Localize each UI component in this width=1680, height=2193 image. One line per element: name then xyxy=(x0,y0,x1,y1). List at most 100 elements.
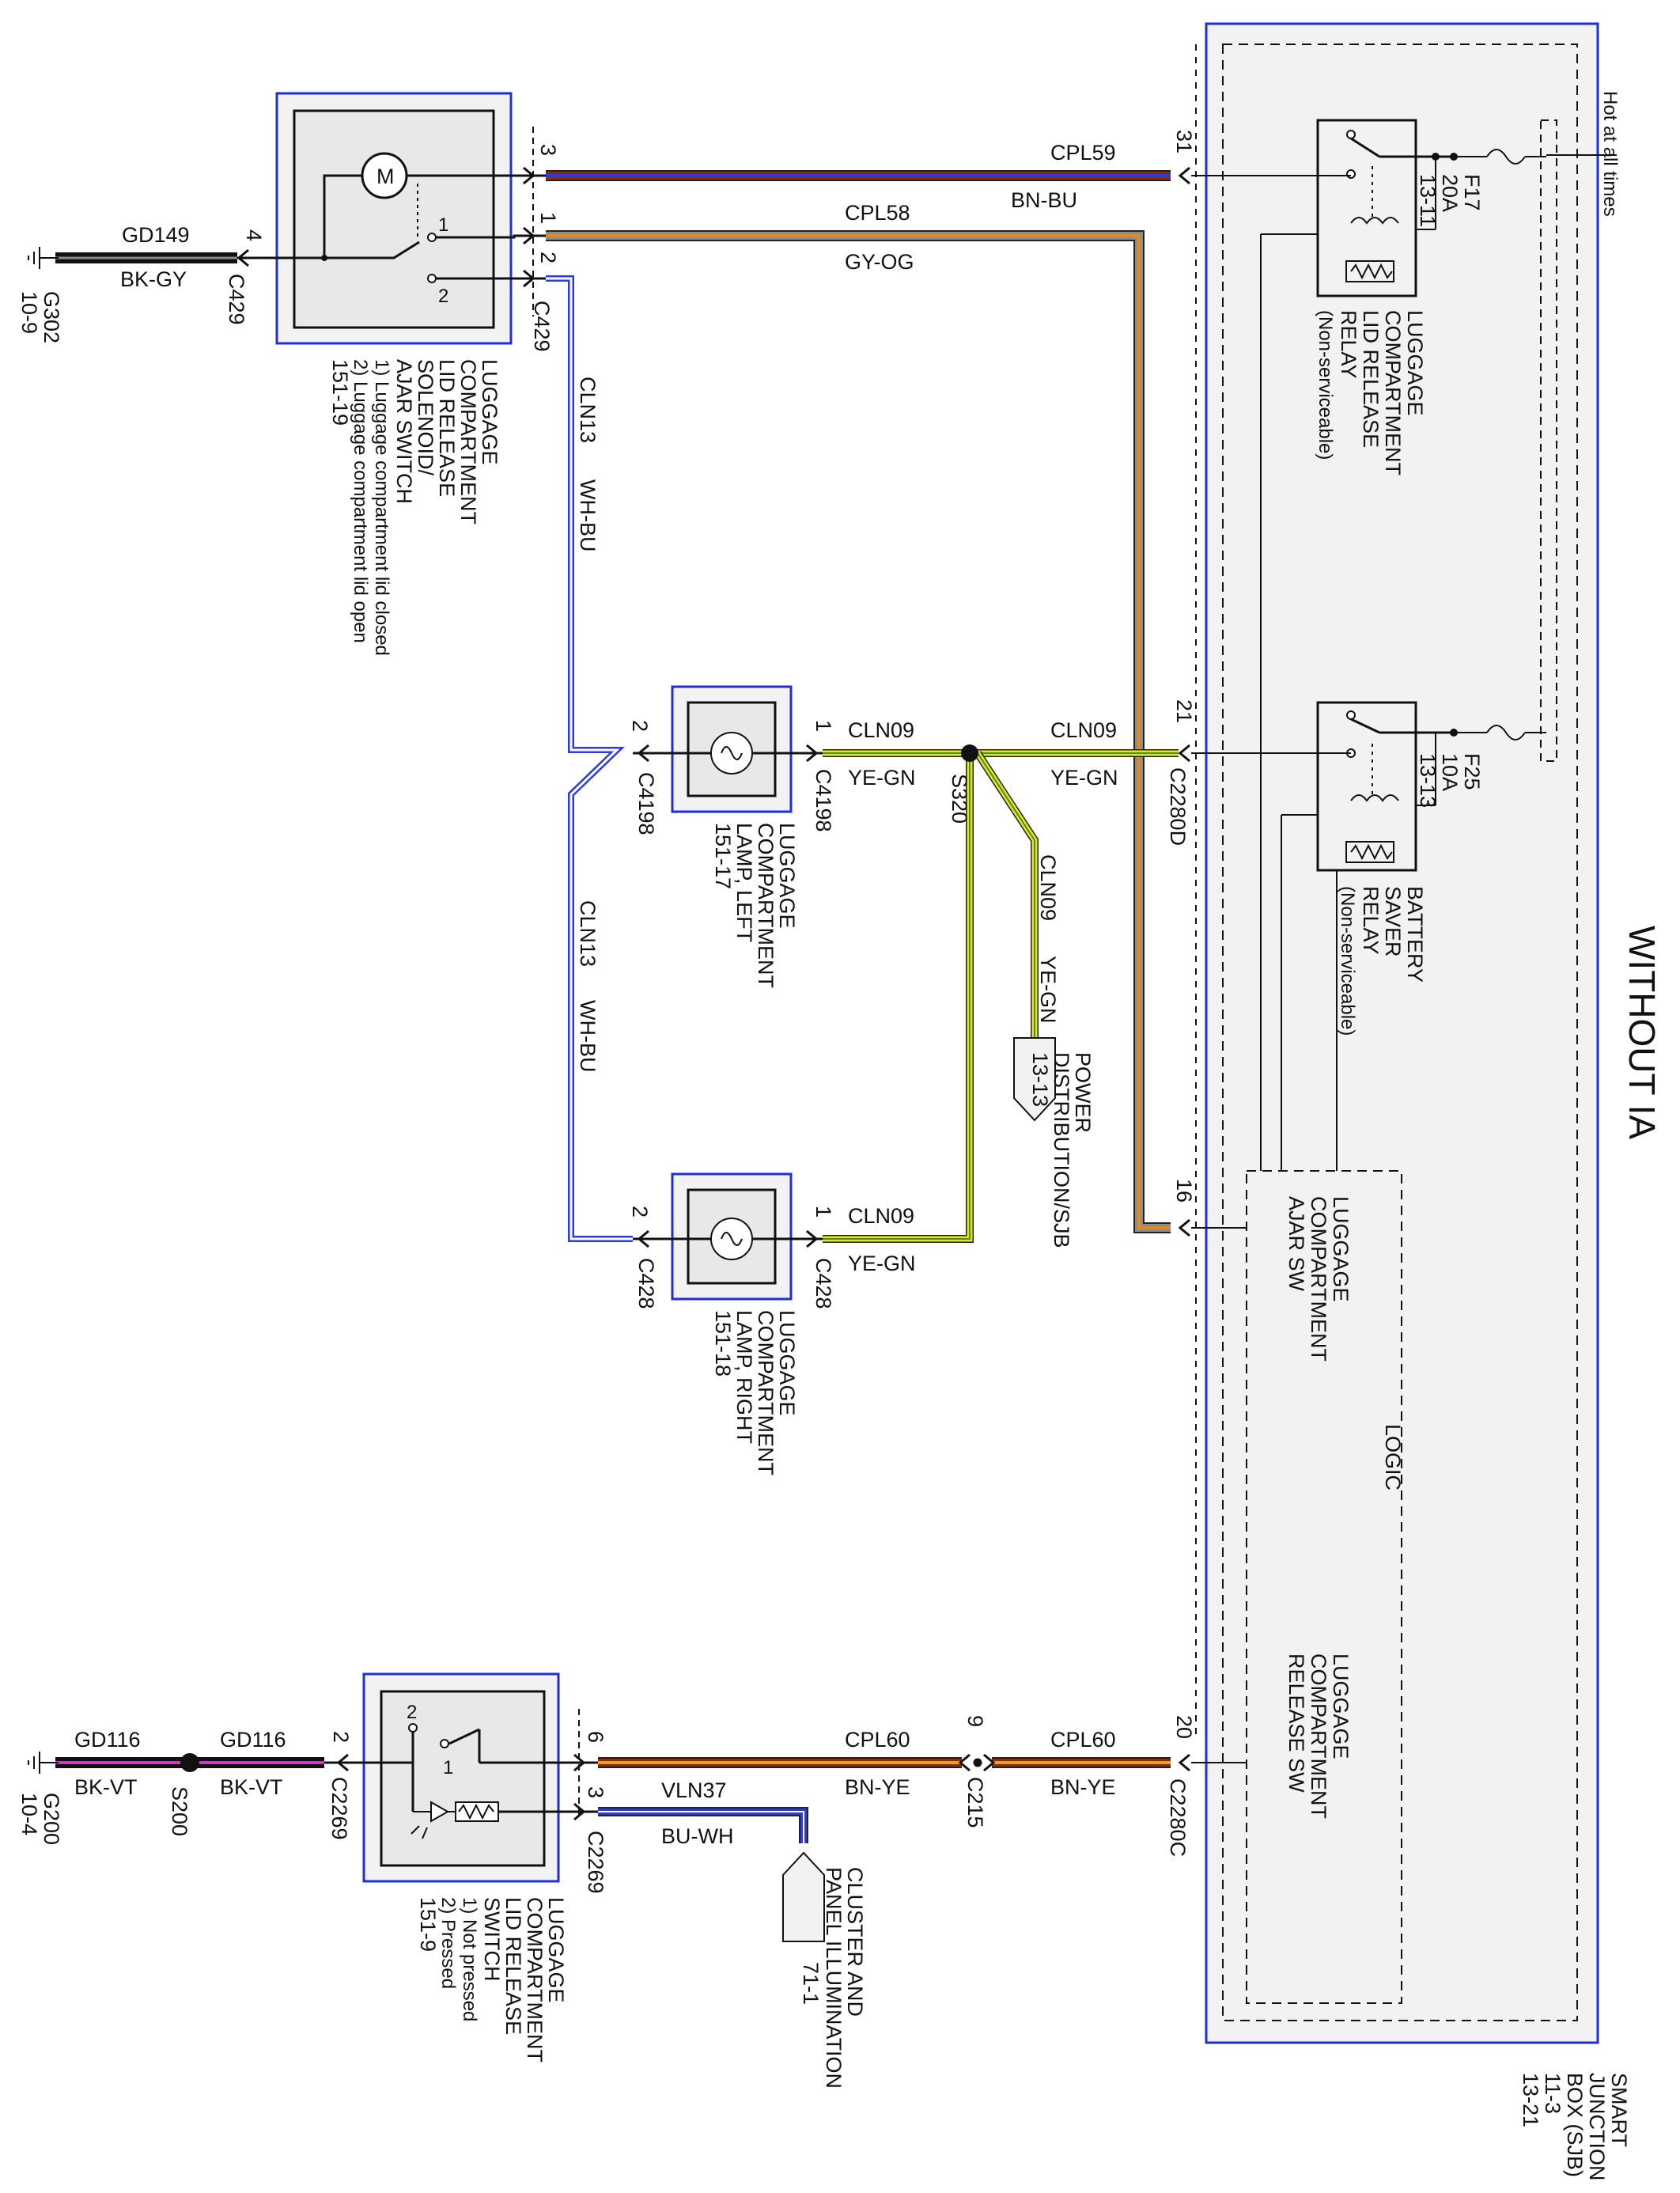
lid-release-relay: F17 20A 13-11 LUGGAGE COMPARTMENT LID RE… xyxy=(1315,119,1546,475)
g200-label-1: 10-4 xyxy=(17,1793,41,1835)
wire-cln13 xyxy=(546,275,633,1242)
fuse-f25-label-2: 13-13 xyxy=(1416,753,1440,808)
g302-label-1: 10-9 xyxy=(17,291,41,334)
solenoid-label-0: LUGGAGE xyxy=(478,359,501,465)
splice-s200-label: S200 xyxy=(168,1786,191,1836)
release-switch-label-0: LUGGAGE xyxy=(544,1897,568,2003)
c2269-pin-3: 3 xyxy=(584,1786,607,1798)
cln13-color-bottom: WH-BU xyxy=(576,1000,600,1072)
sjb-label-2: BOX (SJB) xyxy=(1563,2073,1587,2177)
cln13-color-top: WH-BU xyxy=(576,479,600,551)
cln09-circuit-b: CLN09 xyxy=(1050,718,1117,742)
lamp-right-label-0: LUGGAGE xyxy=(775,1310,799,1416)
sjb-connector-arrows xyxy=(1178,44,1197,1772)
c2269-connector-right: C2269 xyxy=(584,1831,607,1894)
c429-connector-left: C429 xyxy=(225,274,248,325)
c429-arrows xyxy=(236,127,535,316)
relay1-label-4: (Non-serviceable) xyxy=(1315,310,1336,460)
sjb-internal-lines xyxy=(1191,175,1351,1763)
c215-pin: 9 xyxy=(963,1715,987,1727)
solenoid-sw2: 2 xyxy=(438,286,448,307)
cpl60-color-a: BN-YE xyxy=(845,1775,910,1799)
hot-at-all-times-bus: Hot at all times xyxy=(1540,91,1621,762)
cln13-circuit-top: CLN13 xyxy=(576,377,600,443)
gd116-circuit-b: GD116 xyxy=(220,1728,286,1752)
lamp-right-connector-left: C428 xyxy=(634,1258,658,1309)
sjb-pin-31: 31 xyxy=(1172,130,1196,153)
lamp-left-label-1: COMPARTMENT xyxy=(754,823,778,988)
connector-c2280d: C2280D xyxy=(1166,767,1190,846)
relay1-label-1: COMPARTMENT xyxy=(1381,310,1405,475)
c429-pin-3: 3 xyxy=(536,144,560,156)
cpl59-circuit: CPL59 xyxy=(1050,141,1116,165)
release-switch-label-6: 151-9 xyxy=(416,1897,440,1952)
connector-c2280c: C2280C xyxy=(1166,1778,1190,1857)
solenoid-label-5: 1) Luggage compartment lid closed xyxy=(371,359,392,656)
g302-label-0: G302 xyxy=(40,291,63,343)
motor-symbol: M xyxy=(376,165,395,188)
cln09-circuit-a: CLN09 xyxy=(848,718,914,742)
lamp-left-label-3: 151-17 xyxy=(711,823,735,889)
fuse-f17-label-1: 20A xyxy=(1438,174,1462,212)
cluster-label-1: PANEL ILLUMINATION xyxy=(822,1867,846,2089)
solenoid-label-3: SOLENOID/ xyxy=(414,359,437,476)
cln09-color-b: YE-GN xyxy=(1050,766,1118,790)
cluster-connector xyxy=(782,1851,825,1942)
solenoid-label-7: 151-19 xyxy=(328,359,352,426)
power-distribution-connector xyxy=(1013,1037,1056,1122)
release-switch-label-2: LID RELEASE xyxy=(501,1897,525,2035)
splice-s200 xyxy=(180,1753,199,1772)
cluster-label-0: CLUSTER AND xyxy=(843,1867,867,2017)
ajar-sw-label-1: COMPARTMENT xyxy=(1307,1196,1330,1362)
lamp-right xyxy=(633,1172,823,1301)
release-switch-sw2: 2 xyxy=(407,1702,417,1723)
splice-s320 xyxy=(961,744,978,762)
vln37-color: BU-WH xyxy=(661,1824,733,1848)
c428-arrows xyxy=(637,1229,819,1248)
c4198-arrows xyxy=(637,744,819,763)
sjb-label-1: JUNCTION xyxy=(1585,2073,1609,2181)
relay1-label-2: LID RELEASE xyxy=(1359,310,1383,448)
ground-g302 xyxy=(28,247,59,269)
fuse-f25-label-1: 10A xyxy=(1438,753,1462,791)
c2269-pin-2: 2 xyxy=(329,1731,353,1743)
solenoid-label-4: AJAR SWITCH xyxy=(392,359,416,504)
sjb-label-4: 13-21 xyxy=(1519,2073,1542,2127)
cpl60-circuit-a: CPL60 xyxy=(845,1728,910,1752)
relay2-label-3: (Non-serviceable) xyxy=(1337,886,1358,1036)
c2269-arrows xyxy=(336,1709,586,1821)
cln09-color-a: YE-GN xyxy=(848,766,916,790)
sjb-label-0: SMART xyxy=(1607,2073,1631,2147)
lid-release-solenoid: M 1 2 xyxy=(237,92,546,345)
release-switch-label-5: 2) Pressed xyxy=(437,1897,459,1989)
relay2-label-2: RELAY xyxy=(1359,886,1383,955)
g200-label-0: G200 xyxy=(40,1793,63,1845)
cln09-circuit-d: CLN09 xyxy=(848,1204,914,1228)
lamp-left xyxy=(633,685,823,813)
ajar-sw-label-0: LUGGAGE xyxy=(1329,1196,1353,1302)
cln09-circuit-c: CLN09 xyxy=(1036,854,1060,921)
relay2-label-0: BATTERY xyxy=(1403,886,1427,983)
solenoid-label-1: COMPARTMENT xyxy=(456,359,480,525)
ground-g200 xyxy=(28,1752,59,1774)
release-sw-label-2: RELEASE SW xyxy=(1285,1653,1308,1793)
sjb-pin-21: 21 xyxy=(1172,699,1196,723)
fuse-f25-label-0: F25 xyxy=(1460,753,1484,790)
fuse-f17-label-2: 13-11 xyxy=(1416,174,1440,227)
release-sw-label-0: LUGGAGE xyxy=(1329,1653,1353,1759)
release-sw-label-1: COMPARTMENT xyxy=(1307,1653,1330,1819)
gd116-circuit-a: GD116 xyxy=(74,1728,141,1752)
ajar-sw-label-2: AJAR SW xyxy=(1285,1196,1308,1292)
c215-label: C215 xyxy=(963,1777,987,1828)
vln37-circuit: VLN37 xyxy=(661,1778,727,1802)
release-switch-label-4: 1) Not pressed xyxy=(459,1897,480,2021)
lamp-left-pin1: 1 xyxy=(812,720,835,732)
smart-junction-box: SMART JUNCTION BOX (SJB) 11-3 13-21 xyxy=(1205,22,1631,2181)
gd149-color: BK-GY xyxy=(120,267,187,291)
lamp-left-connector-left: C4198 xyxy=(634,772,658,835)
power-dist-label-2: 13-13 xyxy=(1028,1052,1052,1107)
lamp-left-pin2: 2 xyxy=(628,720,652,732)
gd149-circuit: GD149 xyxy=(122,223,190,247)
relay1-label-3: RELAY xyxy=(1337,310,1360,379)
fuse-f17-label-0: F17 xyxy=(1460,174,1484,211)
